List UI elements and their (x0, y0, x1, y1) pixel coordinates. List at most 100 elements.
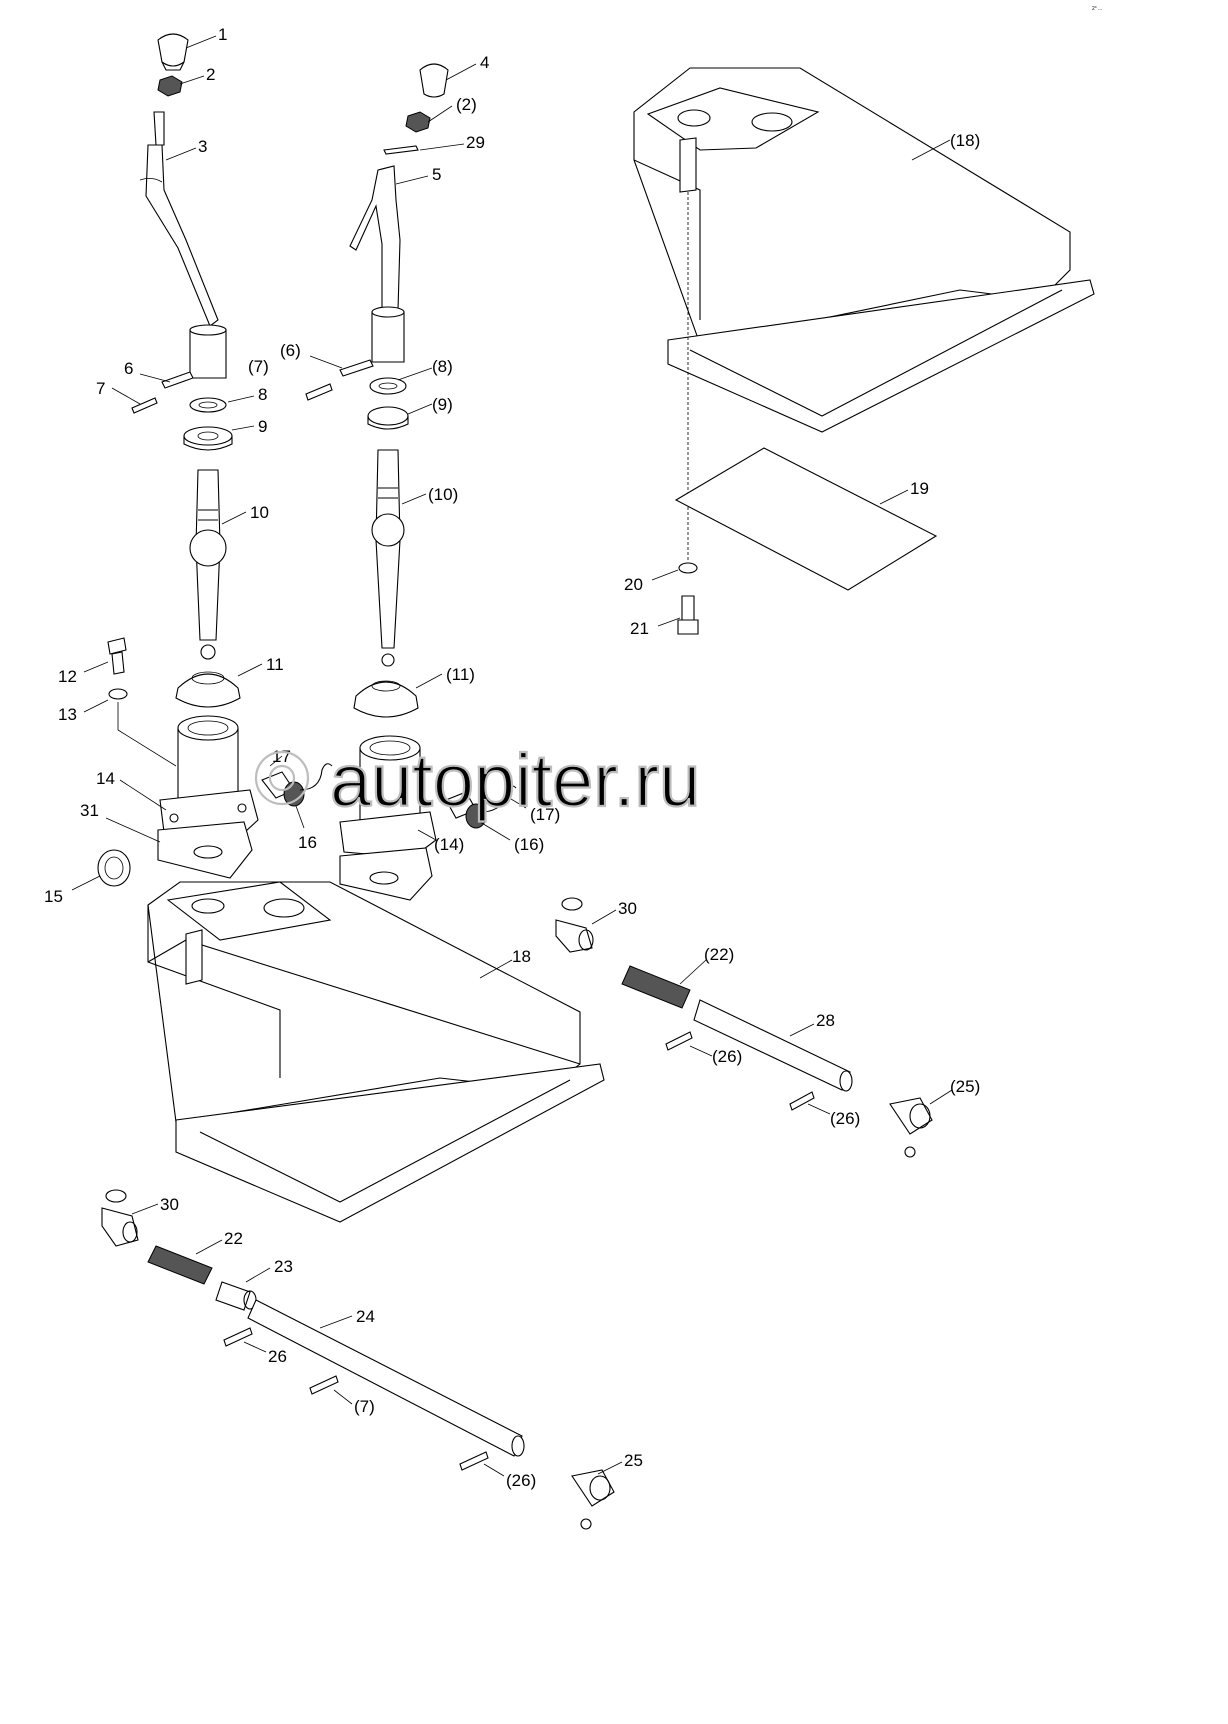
callout-2-ref: (2) (456, 95, 477, 114)
callout-8-ref: (8) (432, 357, 453, 376)
nut-part-2b (405, 111, 431, 133)
callout-26: 26 (268, 1347, 287, 1366)
callout-26-ref-1: (26) (712, 1047, 742, 1066)
callout-6: 6 (124, 359, 133, 378)
callout-2: 2 (206, 65, 215, 84)
callout-9: 9 (258, 417, 267, 436)
parts-exploded-diagram: 2° ... (44, 6, 1102, 1530)
callout-7-ref: (7) (248, 357, 269, 376)
callout-14: 14 (96, 769, 115, 788)
callout-22-ref: (22) (704, 945, 734, 964)
callout-18: 18 (512, 947, 531, 966)
pin-part-26l2 (459, 1451, 489, 1471)
rod-part-28 (693, 999, 851, 1091)
rod-part-24 (247, 1299, 523, 1457)
boot-part-11 (175, 673, 241, 708)
knob-part-1 (157, 33, 189, 67)
callout-23: 23 (274, 1257, 293, 1276)
callout-15: 15 (44, 887, 63, 906)
washer-part-8 (189, 397, 227, 413)
plate-part-31 (157, 821, 253, 879)
callout-25: 25 (624, 1451, 643, 1470)
callout-8: 8 (258, 385, 267, 404)
callout-11: 11 (266, 655, 284, 674)
plate-part-31b (339, 847, 433, 901)
callout-10: 10 (250, 503, 269, 522)
watermark-text: autopiter.ru (330, 739, 700, 822)
callout-12: 12 (58, 667, 77, 686)
callout-26-ref-2: (26) (830, 1109, 860, 1128)
lever-part-5 (349, 165, 401, 313)
callout-20: 20 (624, 575, 643, 594)
middle-lever-assembly (305, 63, 517, 901)
washer-part-20 (678, 562, 698, 574)
callout-30-right: 30 (618, 899, 637, 918)
washer-part-8b (369, 377, 407, 395)
callout-31: 31 (80, 801, 99, 820)
bracket-part-18 (147, 881, 605, 1223)
pin-part-26r (665, 1031, 693, 1051)
pin-part-7c (309, 1375, 339, 1395)
corner-note: 2° ... (1092, 6, 1102, 12)
callout-25-ref: (25) (950, 1077, 980, 1096)
bracket-part-18-ref (633, 67, 1095, 560)
pin-part-29 (383, 145, 419, 155)
lever-boss-5 (371, 311, 405, 363)
callout-17-ref: (17) (530, 805, 560, 824)
spring-part-22r (621, 965, 691, 1009)
spring-part-22l (147, 1245, 213, 1285)
pin-part-7b (305, 383, 333, 401)
callout-5: 5 (432, 165, 441, 184)
bolt-part-12 (107, 637, 127, 655)
callout-21: 21 (630, 619, 649, 638)
rod-end-part-25r (889, 1097, 933, 1135)
joint-part-30r (555, 919, 593, 953)
callout-10-ref: (10) (428, 485, 458, 504)
left-lever-assembly (97, 33, 333, 887)
callout-22: 22 (224, 1229, 243, 1248)
callout-24: 24 (356, 1307, 375, 1326)
callout-19: 19 (910, 479, 929, 498)
callout-1: 1 (218, 25, 227, 44)
nut-part-2 (157, 75, 183, 97)
callout-labels: 1 2 3 4 (2) 29 5 (18) 6 7 (7) 8 9 (6) (8… (44, 25, 980, 1490)
callout-28: 28 (816, 1011, 835, 1030)
bushing-part-9 (183, 426, 233, 446)
washer-part-15 (97, 849, 131, 887)
callout-17: 17 (272, 747, 291, 766)
callout-16-ref: (16) (514, 835, 544, 854)
plate-part-19 (674, 447, 938, 591)
pin-part-6b (339, 359, 374, 377)
pin-part-26r2 (789, 1091, 815, 1111)
bolt-part-21 (681, 595, 695, 623)
callout-11-ref: (11) (446, 665, 475, 684)
callout-13: 13 (58, 705, 77, 724)
watermark: autopiter.ru (254, 738, 701, 823)
lever-boss-3 (189, 329, 227, 379)
collar-part-23 (215, 1281, 251, 1311)
callout-9-ref: (9) (432, 395, 453, 414)
rod-end-part-25l (571, 1469, 615, 1507)
pin-part-26l (223, 1327, 253, 1347)
callout-18-ref: (18) (950, 131, 980, 150)
shaft-part-10b (375, 449, 401, 649)
spring-part-17 (299, 763, 333, 791)
spring-part-17b (483, 785, 517, 813)
boot-part-11b (353, 681, 419, 718)
callout-3: 3 (198, 137, 207, 156)
callout-29: 29 (466, 133, 485, 152)
callout-30-left: 30 (160, 1195, 179, 1214)
joint-part-30l (101, 1207, 139, 1247)
callout-26-ref-3: (26) (506, 1471, 536, 1490)
callout-16: 16 (298, 833, 317, 852)
right-rod-assembly (555, 897, 933, 1158)
leader-lines (71, 35, 953, 1477)
bushing-part-9b (367, 406, 409, 426)
pin-part-7 (131, 397, 158, 414)
callout-7: 7 (96, 379, 105, 398)
pin-part-6 (161, 371, 194, 389)
lever-part-3 (145, 144, 219, 327)
lower-rod-assembly (101, 1189, 615, 1530)
knob-part-4 (419, 63, 449, 98)
callout-4: 4 (480, 53, 489, 72)
